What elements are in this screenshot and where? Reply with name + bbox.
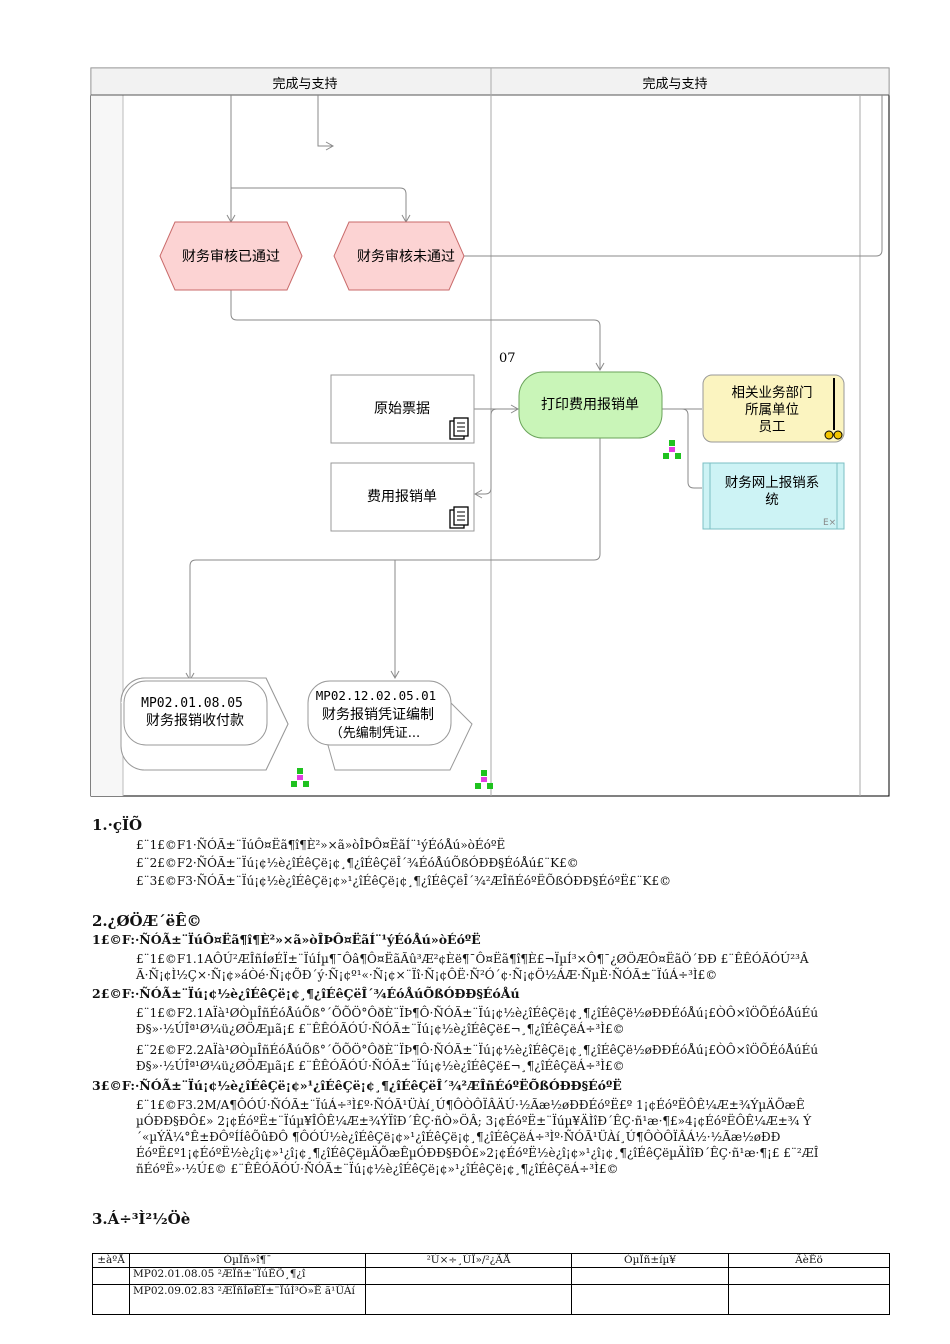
control-f2-heading: 2£©F:·ÑÓÃ±¨Ïú¡¢½è¿îÉêÇë¡¢¸¶¿îÉêÇëÎ´¾ÉóÅú… [92,986,520,1001]
system-line2: 统 [765,492,779,508]
section-steps-title: 3.Á÷³Ì²½Öè [92,1210,191,1228]
lane-gutter [91,68,123,796]
risk-item-1: £¨1£©F1·ÑÓÃ±¨ÏúÔ¤Ëã¶î¶È²»×ã»òÎÞÔ¤ËãÍ¨¹ýÉ… [136,838,506,852]
activity-print-form[interactable]: 打印费用报销单 [518,371,663,439]
table-header-cell: ²Ù×÷¸ÚÎ»/²¿ÃÅ [365,1253,572,1268]
step-number: 07 [499,351,516,366]
lane-header-band [90,67,890,96]
connector-form [473,408,518,499]
link-voucher-code: MP02.12.02.05.01 [316,688,436,703]
risk-item-2: £¨2£©F2·ÑÓÃ±¨Ïú¡¢½è¿îÉêÇë¡¢¸¶¿îÉêÇëÎ´¾Éó… [136,856,579,870]
table-cell: MP02.01.08.05 ²ÆÎñ±¨ÏúÊÕ¸¶¿î [129,1267,366,1285]
role-line2: 所属单位 [745,402,799,418]
table-cell [728,1284,890,1315]
process-link-voucher[interactable]: MP02.12.02.05.01 财务报销凭证编制 （先编制凭证... [307,680,473,771]
lane-header-left: 完成与支持 [272,77,337,92]
role-employee[interactable]: 相关业务部门 所属单位 员工 [702,374,845,443]
process-link-payment[interactable]: MP02.01.08.05 财务报销收付款 [120,677,289,771]
lane-header-right: 完成与支持 [642,77,707,92]
connector-to-print [230,290,605,372]
document-icon [449,506,469,529]
link-payment-label: 财务报销收付款 [146,713,244,729]
system-corner-mark: E× [823,518,836,528]
process-diagram: 完成与支持 完成与支持 财务审核已通过 财务审核未通过 07 打印费用报销单 原… [90,67,890,797]
control-f3-heading: 3£©F:·ÑÓÃ±¨Ïú¡¢½è¿îÉêÇë¡¢»¹¿îÉêÇë¡¢¸¶¿îÉ… [92,1078,622,1093]
control-f2-text-2: £¨2£©F2.2AÏà¹ØÒµÎñÉóÅúÕß°´ÕÕÖ°ÔðÈ¨ÏÞ¶Ô·Ñ… [136,1043,819,1073]
control-marker-icon [475,770,493,789]
table-cell [365,1284,572,1315]
connector-rejected [231,187,411,224]
table-cell [365,1267,572,1285]
event-approved[interactable]: 财务审核已通过 [159,221,303,291]
table-header-cell: ÒµÎñ±íµ¥ [571,1253,729,1268]
table-header-cell: ±àºÅ [92,1253,130,1268]
document-expense-form[interactable]: 费用报销单 [330,462,475,532]
table-cell [92,1267,130,1285]
control-marker-icon [663,440,681,459]
control-f3-text: £¨1£©F3.2M/A¶ÔÓÚ·ÑÓÃ±¨ÏúÁ÷³Ì£º·ÑÓÃ¹ÜÀí¸Ú… [136,1098,819,1176]
control-f1-heading: 1£©F:·ÑÓÃ±¨ÏúÔ¤Ëã¶î¶È²»×ã»òÎÞÔ¤ËãÍ¨¹ýÉóÅ… [92,932,481,947]
document-receipt-label: 原始票据 [374,401,430,417]
link-payment-code: MP02.01.08.05 [141,696,243,711]
table-cell [92,1284,130,1315]
table-header-row: ±àºÅ ÒµÎñ»î¶¯ ²Ù×÷¸ÚÎ»/²¿ÃÅ ÒµÎñ±íµ¥ ÃèÊ… [92,1253,890,1268]
link-voucher-label: 财务报销凭证编制 [322,707,434,723]
control-marker-icon [291,768,309,787]
event-rejected[interactable]: 财务审核未通过 [333,221,465,291]
system-line1: 财务网上报销系 [725,475,820,491]
document-original-receipt[interactable]: 原始票据 [330,374,475,444]
role-line1: 相关业务部门 [732,385,813,401]
table-cell [571,1284,729,1315]
document-form-label: 费用报销单 [367,489,437,505]
event-approved-label: 财务审核已通过 [182,249,280,265]
person-icon [824,378,843,440]
section-control-title: 2.¿ØÖÆ´ëÊ© [92,912,202,930]
section-risk-title: 1.·çÏÕ [92,816,143,834]
control-f1-text: £¨1£©F1.1AÔÚ²ÆÎñÍøÉÏ±¨ÏúÍµ¶¯Ôâ¶Ô¤ËãÃû³Æ²… [136,952,809,982]
table-row: MP02.01.08.05 ²ÆÎñ±¨ÏúÊÕ¸¶¿î [92,1267,890,1285]
activity-label: 打印费用报销单 [541,396,639,413]
document-icon [449,417,469,440]
control-f2-text-1: £¨1£©F2.1AÏà¹ØÒµÎñÉóÅúÕß°´ÕÕÖ°ÔðÈ¨ÏÞ¶Ô·Ñ… [136,1006,819,1036]
event-rejected-label: 财务审核未通过 [357,249,455,265]
risk-item-3: £¨3£©F3·ÑÓÃ±¨Ïú¡¢½è¿îÉêÇë¡¢»¹¿îÉêÇë¡¢¸¶¿… [136,874,672,888]
connector-system [662,408,702,489]
steps-table: ±àºÅ ÒµÎñ»î¶¯ ²Ù×÷¸ÚÎ»/²¿ÃÅ ÒµÎñ±íµ¥ ÃèÊ… [92,1253,890,1315]
table-header-cell: ÒµÎñ»î¶¯ [129,1253,366,1268]
role-line3: 员工 [759,419,786,435]
table-header-cell: ÃèÊö [728,1253,890,1268]
table-cell [728,1267,890,1285]
connector-loop [317,95,335,151]
link-voucher-extra: （先编制凭证... [330,726,420,741]
table-row: MP02.09.02.83 ²ÆÎñÍøÉÏ±¨ÏúÍ³Ò»Ë ã¹ÜÀí [92,1284,890,1315]
system-online-reimbursement[interactable]: 财务网上报销系 统 E× [702,462,845,530]
table-cell: MP02.09.02.83 ²ÆÎñÍøÉÏ±¨ÏúÍ³Ò»Ë ã¹ÜÀí [129,1284,366,1315]
connector-return [463,95,883,257]
table-cell [571,1267,729,1285]
